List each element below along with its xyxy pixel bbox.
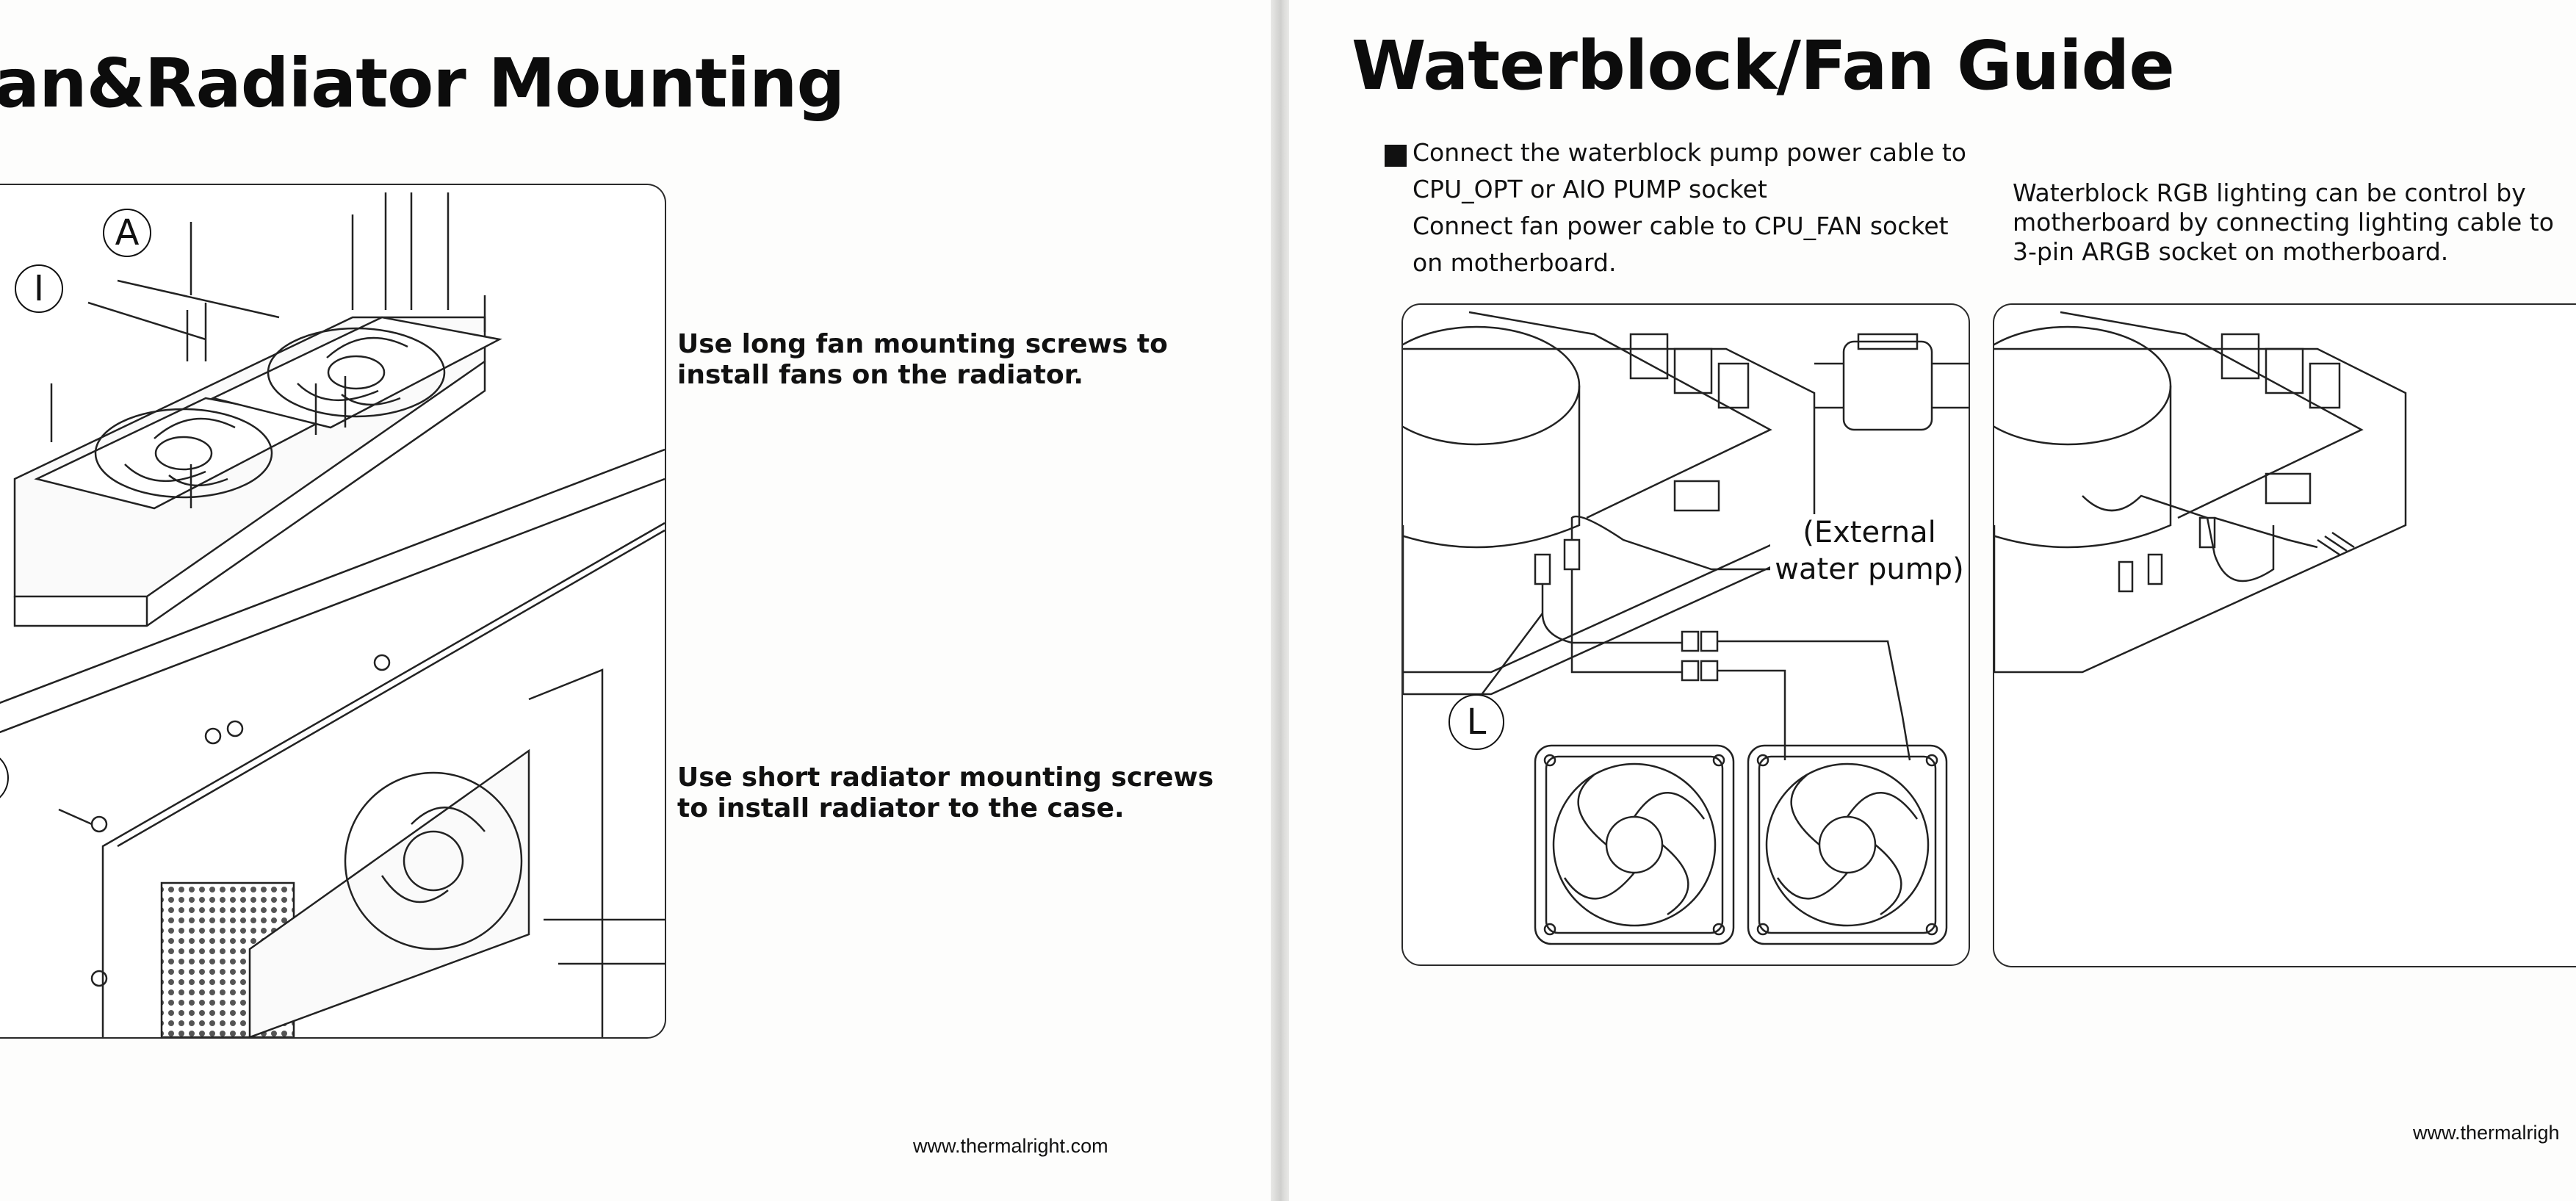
fan-radiator-drawing [0, 192, 665, 1037]
instruction-line: CPU_OPT or AIO PUMP socket [1413, 175, 1767, 203]
rgb-wiring-drawing [1994, 311, 2407, 674]
step-fan-mounting-text: Use long fan mounting screws to install … [677, 329, 1168, 390]
bullet-square [1385, 145, 1407, 167]
left-page: an&Radiator Mounting [0, 0, 1274, 1201]
rgb-note: Waterblock RGB lighting can be control b… [2013, 178, 2554, 266]
instruction-line: on motherboard. [1413, 248, 1617, 277]
instruction-line: Connect fan power cable to CPU_FAN socke… [1413, 212, 1949, 240]
callout-a: A [103, 209, 151, 257]
instruction-line: Connect the waterblock pump power cable … [1413, 138, 1966, 167]
fan-pump-wiring-diagram: L (External water pump) [1401, 303, 1970, 966]
connection-instructions: Connect the waterblock pump power cable … [1413, 134, 1966, 281]
callout-i: I [15, 264, 63, 313]
rgb-wiring-diagram [1993, 303, 2576, 967]
step-radiator-mounting-text: Use short radiator mounting screws to in… [677, 762, 1214, 823]
footer-url: www.thermalrigh [2413, 1122, 2560, 1144]
fan-radiator-illustration: A I J [0, 184, 666, 1039]
right-page: Waterblock/Fan Guide Connect the waterbl… [1289, 0, 2576, 1201]
wiring-drawing [1403, 311, 1969, 945]
page-title: Waterblock/Fan Guide [1352, 26, 2175, 105]
callout-l: L [1448, 694, 1504, 750]
footer-url: www.thermalright.com [913, 1135, 1108, 1157]
page-title: an&Radiator Mounting [0, 44, 845, 123]
external-pump-label: (External water pump) [1770, 514, 1969, 588]
